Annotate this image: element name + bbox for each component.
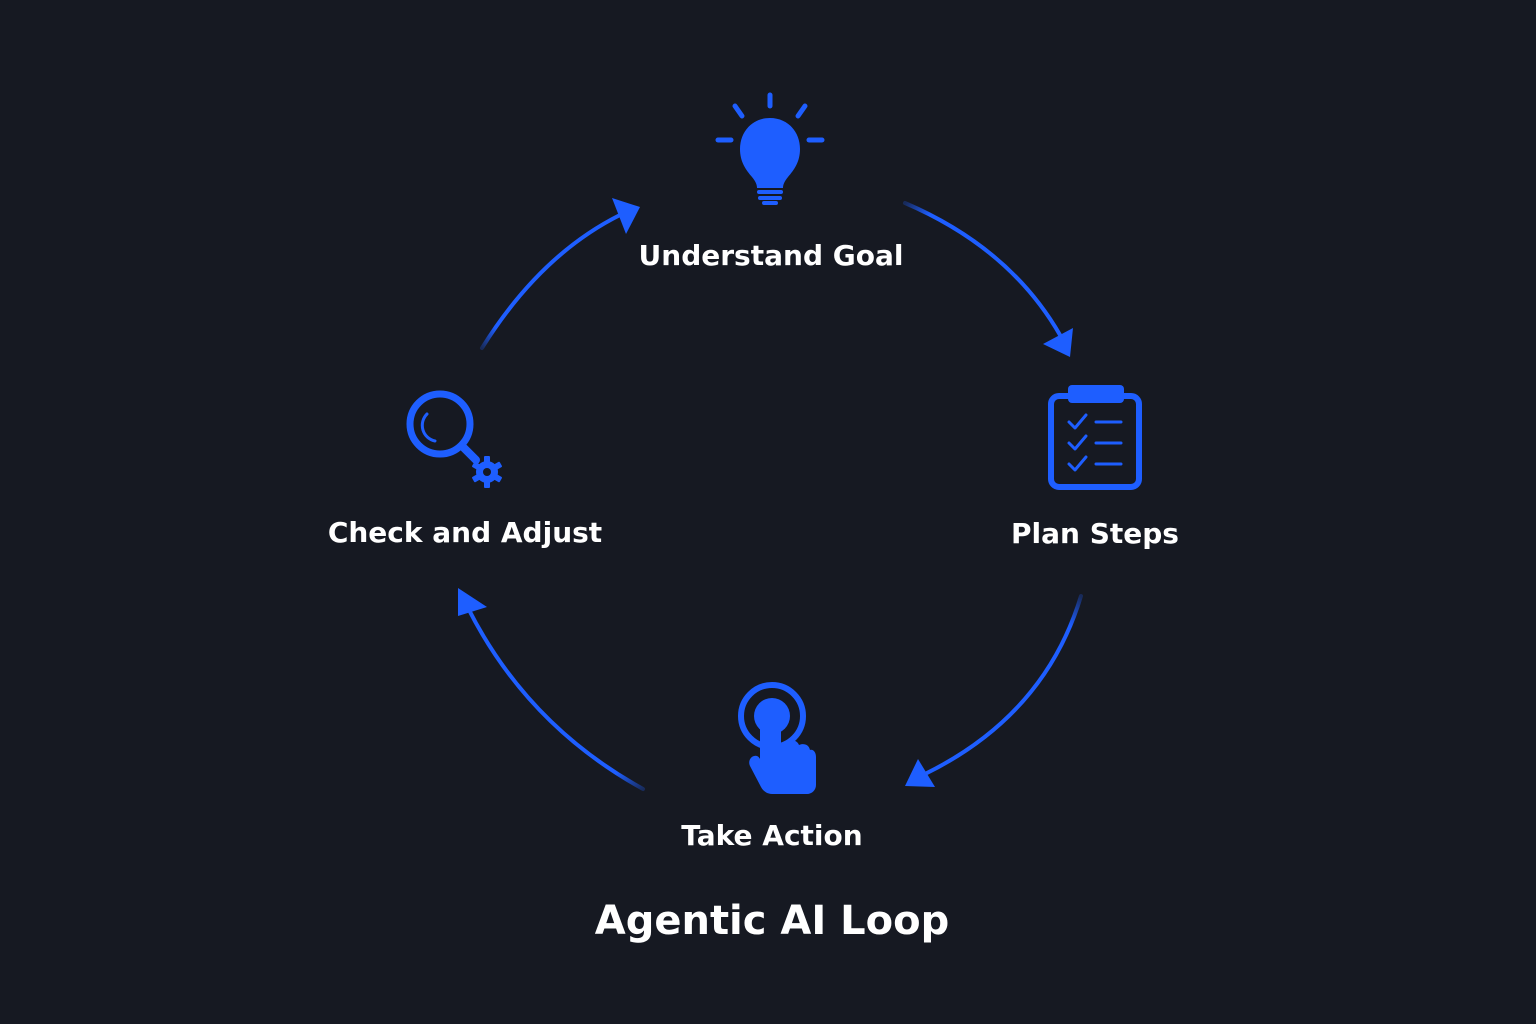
lightbulb-icon xyxy=(715,92,825,205)
clipboard-checklist-icon xyxy=(1048,385,1142,490)
arrow-action-to-check xyxy=(458,588,645,791)
arrow-goal-to-plan xyxy=(903,201,1073,357)
step-label-check-and-adjust: Check and Adjust xyxy=(327,516,603,549)
arrow-plan-to-action xyxy=(905,594,1083,787)
magnifier-gear-icon xyxy=(406,390,502,488)
step-label-take-action: Take Action xyxy=(681,819,863,852)
step-label-plan-steps: Plan Steps xyxy=(1011,517,1179,550)
diagram-title: Agentic AI Loop xyxy=(594,898,950,944)
tap-hand-icon xyxy=(738,682,816,794)
step-label-understand-goal: Understand Goal xyxy=(638,239,904,272)
gear-icon xyxy=(472,456,502,488)
arrow-check-to-goal xyxy=(480,198,640,350)
